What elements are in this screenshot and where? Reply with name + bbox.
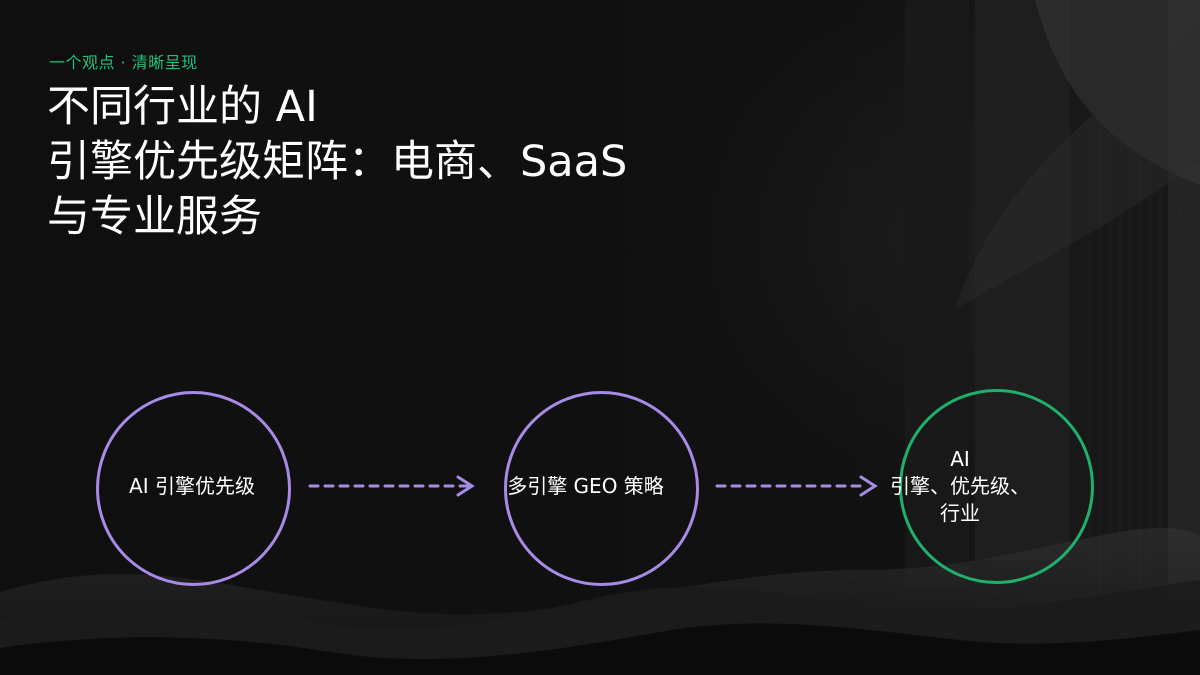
title-line: 引擎优先级矩阵：电商、SaaS (47, 137, 628, 187)
diagram-node (96, 391, 291, 586)
node-label-line: 行业 (940, 501, 980, 525)
building-texture (850, 0, 1200, 675)
node-label: AI 引擎、优先级、 行业 (880, 446, 1040, 527)
arrowhead (859, 475, 878, 497)
title-line: 不同行业的 AI (47, 82, 318, 132)
node-label-line: 引擎、优先级、 (890, 474, 1030, 498)
node-label: 多引擎 GEO 策略 (507, 474, 664, 498)
slide-title: 不同行业的 AI 引擎优先级矩阵：电商、SaaS 与专业服务 (47, 80, 747, 245)
diagram-node (899, 389, 1094, 584)
arrowhead (456, 475, 475, 497)
title-line: 与专业服务 (47, 192, 262, 242)
diagram-node (504, 391, 699, 586)
bottom-waves (0, 528, 1200, 675)
eyebrow-text: 一个观点 · 清晰呈现 (49, 53, 198, 72)
node-label: AI 引擎优先级 (129, 474, 255, 498)
node-label-line: AI (950, 447, 970, 471)
